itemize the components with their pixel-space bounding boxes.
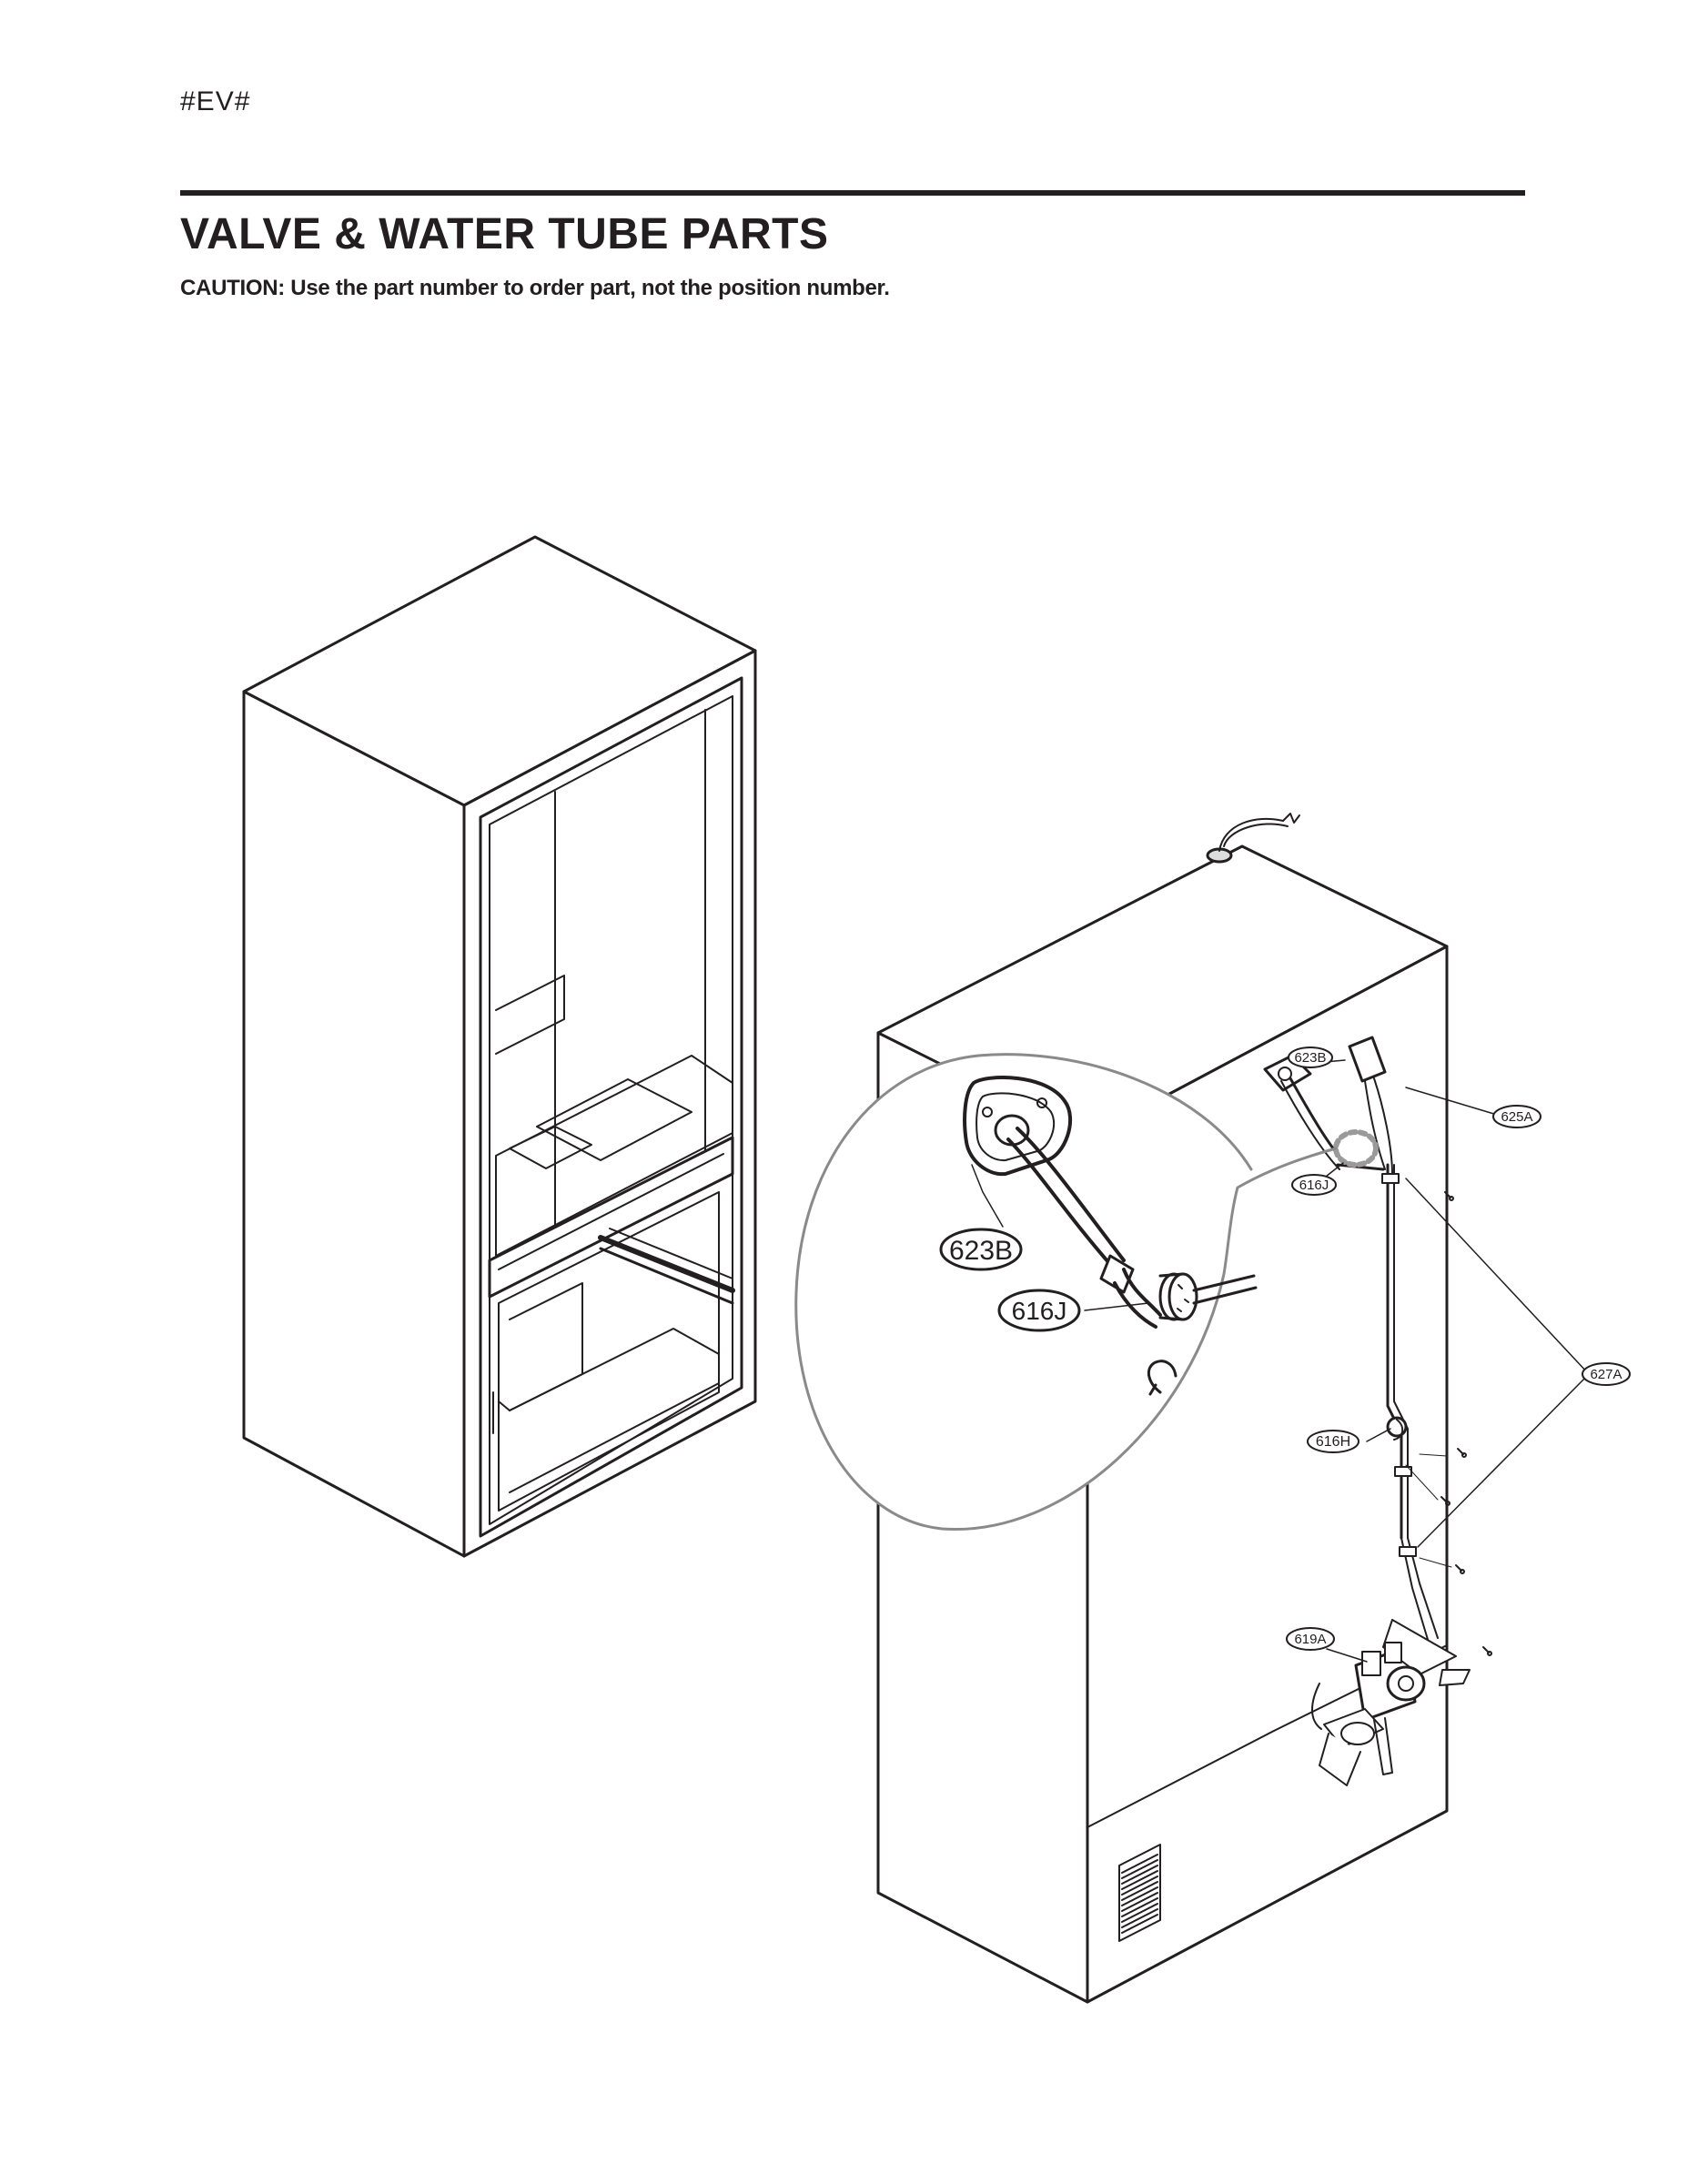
callout-625A: 625A [1501,1109,1532,1125]
page-code: #EV# [180,86,251,116]
leader-lines [971,1059,1590,1663]
refrigerator-cabinet-front [242,535,757,1558]
callout-616J-small: 616J [1299,1178,1329,1193]
caution-note: CAUTION: Use the part number to order pa… [180,276,890,300]
callout-616H: 616H [1316,1434,1350,1450]
callout-623B-large: 623B [949,1236,1013,1266]
fitting-616J-detail [1147,1272,1258,1396]
callout-619A: 619A [1294,1632,1326,1647]
water-valve-619A [1311,1619,1471,1786]
callout-623B-small: 623B [1294,1050,1326,1066]
page-title: VALVE & WATER TUBE PARTS [180,210,829,258]
water-tube-assembly [1381,1163,1492,1656]
callout-616J-large: 616J [1012,1297,1067,1325]
vent-grille [1118,1844,1161,1942]
zoom-balloon [794,1053,1338,1532]
connector-625A [1348,1036,1393,1175]
callout-627A: 627A [1590,1367,1622,1382]
fitting-623B-detail [963,1076,1162,1329]
screws [1405,1191,1492,1656]
title-rule [180,190,1525,196]
